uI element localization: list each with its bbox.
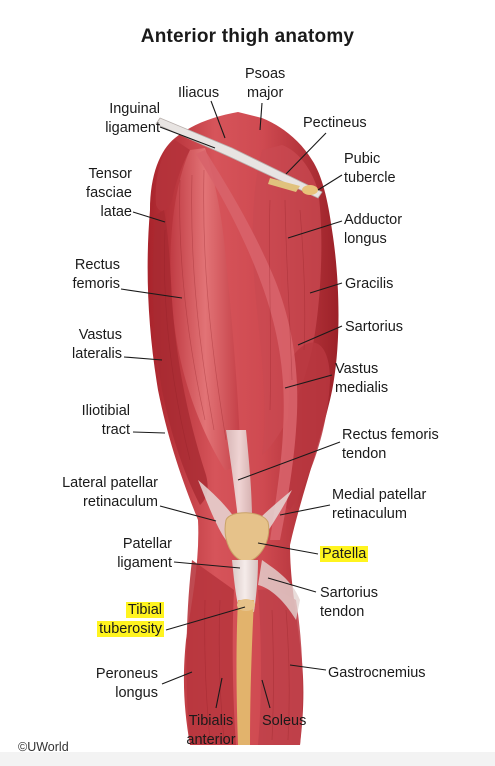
diagram-title: Anterior thigh anatomy [140,26,355,47]
label-patella: Patella [320,545,369,564]
copyright-credit: ©UWorld [18,740,69,754]
bottom-bar [0,752,495,766]
patella-shape [224,512,270,563]
label-iliacus: Iliacus [178,85,220,101]
label-soleus: Soleus [262,713,307,729]
label-gracilis: Gracilis [345,276,394,292]
highlight-tuberosity: tuberosity [97,621,164,637]
highlight-tibial: Tibial [125,602,164,618]
label-tibial-tuberosity: Tibial tuberosity [60,601,164,639]
highlight-patella: Patella [320,546,369,562]
label-gastrocnemius: Gastrocnemius [328,665,426,681]
label-sartorius: Sartorius [345,319,404,335]
label-pectineus: Pectineus [303,115,367,131]
